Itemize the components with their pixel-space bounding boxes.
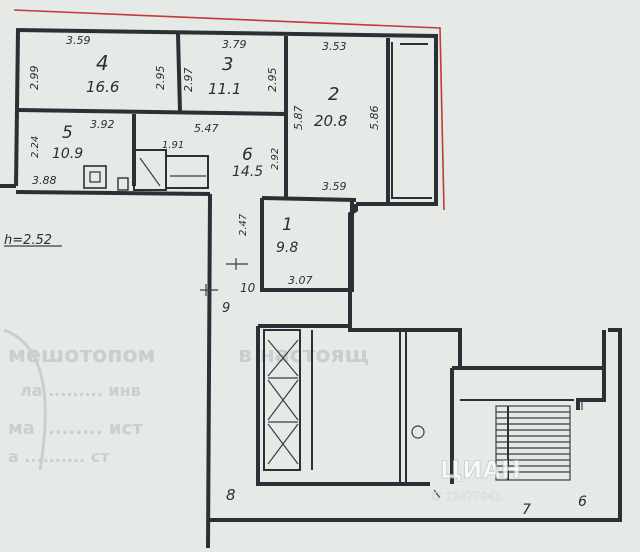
- room-1-area: 9.8: [276, 240, 298, 256]
- room-3: 3.79 3 11.1 2.97 2.95: [182, 38, 279, 98]
- watermark-id: ID 12477941: [430, 490, 501, 503]
- room-6-niche-width: 1.91: [162, 140, 184, 151]
- room-2-width-top: 3.53: [322, 40, 347, 53]
- room-1-number: 1: [282, 215, 293, 235]
- common-area-labels: 10 9 8 7 6: [222, 281, 587, 518]
- room-2-width-bottom: 3.59: [322, 180, 347, 193]
- room-5-width-bottom: 3.88: [32, 174, 57, 187]
- room-4-width: 3.59: [66, 34, 91, 47]
- area-label-8: 8: [226, 486, 236, 504]
- bathroom-fixtures: [83, 149, 209, 191]
- room-4-height-left: 2.99: [28, 66, 41, 91]
- room-4: 3.59 4 16.6 2.95 2.99: [28, 34, 167, 96]
- elevator-shaft: [267, 339, 299, 465]
- watermark-logo-text: ЦИАН: [440, 456, 521, 484]
- stamp-line-5: а .......... ст: [8, 447, 110, 466]
- room-6-width: 5.47: [194, 122, 219, 135]
- room-4-number: 4: [96, 51, 109, 75]
- room-6-height: 2.92: [270, 148, 281, 170]
- faded-stamp: мешотопом в настоящ ла ......... инв ма …: [3, 328, 369, 471]
- staircase: [495, 405, 571, 481]
- stamp-line-4: ма ......... ист: [8, 418, 143, 439]
- room-3-height-left: 2.97: [182, 68, 195, 93]
- room-1-width: 3.07: [288, 274, 313, 287]
- room-3-number: 3: [222, 54, 233, 75]
- red-outline: [13, 9, 445, 211]
- stamp-line-3: ла ......... инв: [20, 381, 141, 400]
- room-2: 3.53 2 20.8 5.87 5.86 3.59: [292, 40, 381, 193]
- room-1: 1 9.8 2.47 3.07: [238, 213, 313, 287]
- stamp-line-1: мешотопом: [8, 343, 156, 368]
- room-6-number: 6: [242, 145, 253, 165]
- room-3-height-right: 2.95: [266, 68, 279, 93]
- room-6: 5.47 1.91 6 14.5 2.92: [162, 122, 281, 180]
- room-3-area: 11.1: [208, 80, 241, 98]
- room-2-height-right: 5.86: [368, 106, 381, 131]
- area-label-10: 10: [240, 281, 256, 295]
- ceiling-height-label: h=2.52: [4, 233, 52, 248]
- apartment-walls: [0, 28, 622, 549]
- listing-watermark: ЦИАН ID 12477941: [430, 456, 522, 504]
- room-2-number: 2: [328, 84, 339, 105]
- room-5-width-top: 3.92: [90, 118, 115, 131]
- room-1-height: 2.47: [238, 213, 249, 236]
- room-2-height-left: 5.87: [292, 106, 305, 131]
- room-4-area: 16.6: [86, 78, 119, 96]
- area-label-9: 9: [222, 301, 230, 316]
- area-label-7: 7: [522, 502, 531, 518]
- room-5: 3.92 5 10.9 2.24 3.88: [30, 118, 115, 187]
- area-label-6: 6: [578, 494, 587, 510]
- shaft-circle: [411, 425, 425, 439]
- room-2-area: 20.8: [314, 112, 347, 130]
- room-6-area: 14.5: [232, 164, 263, 180]
- room-3-width: 3.79: [222, 38, 247, 51]
- stamp-arc: [3, 328, 47, 471]
- room-5-number: 5: [62, 123, 73, 143]
- room-5-area: 10.9: [52, 146, 83, 162]
- room-5-height: 2.24: [30, 136, 41, 158]
- room-4-height-right: 2.95: [154, 66, 167, 91]
